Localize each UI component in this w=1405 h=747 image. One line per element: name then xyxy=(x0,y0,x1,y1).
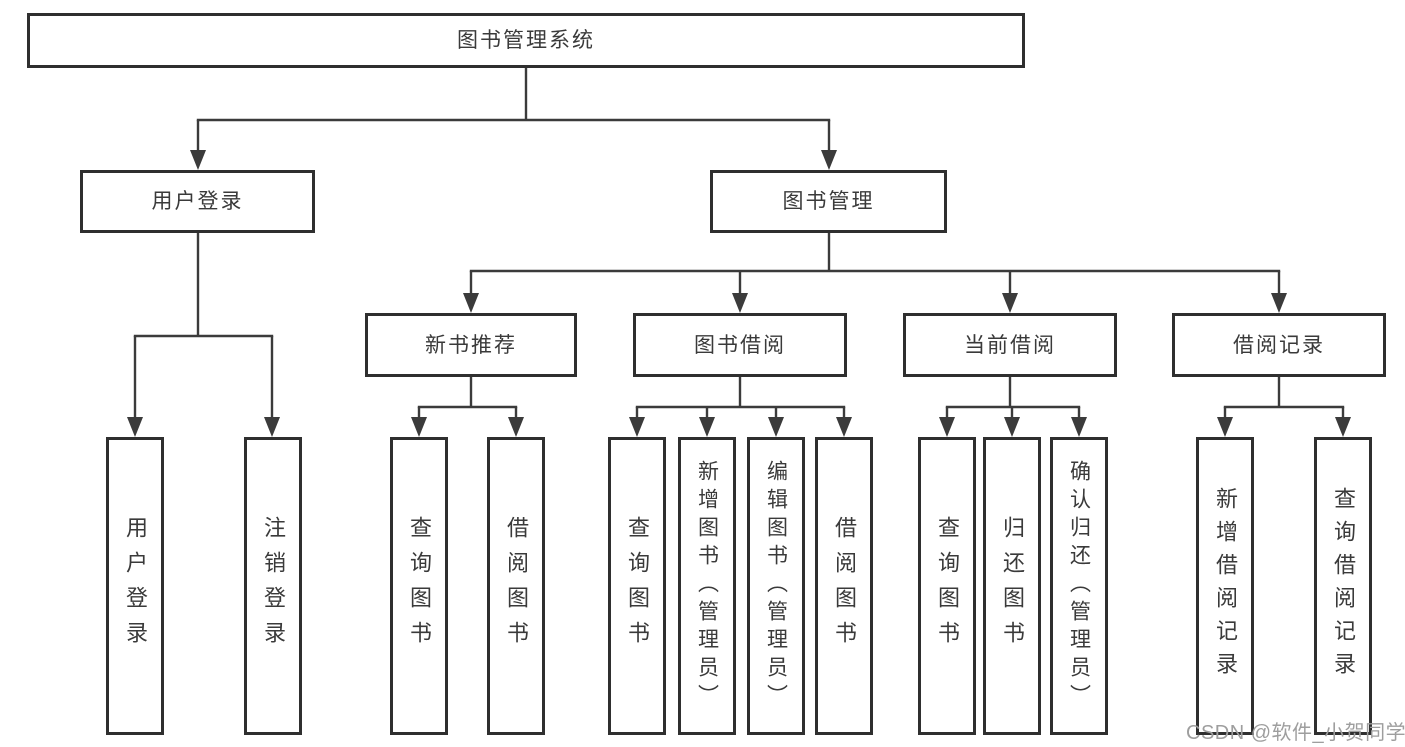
arrowhead-icon-6-0 xyxy=(1217,417,1233,437)
node-leaf-return-books: 归还图书 xyxy=(983,437,1041,735)
arrowhead-icon-5-2 xyxy=(1071,417,1087,437)
node-leaf-borrow-books: 借阅图书 xyxy=(815,437,873,735)
node-user-login: 用户登录 xyxy=(80,170,315,233)
arrowhead-icon-2-1 xyxy=(732,293,748,313)
arrowhead-icon-4-0 xyxy=(629,417,645,437)
node-new-book-recommendation: 新书推荐 xyxy=(365,313,577,377)
arrowhead-icon-0-1 xyxy=(821,150,837,170)
node-library-system: 图书管理系统 xyxy=(27,13,1025,68)
node-leaf-add-borrow-record: 新增借阅记录 xyxy=(1196,437,1254,735)
node-leaf-add-book-admin: 新增图书（管理员） xyxy=(678,437,736,735)
node-leaf-query-books-borrowing: 查询图书 xyxy=(608,437,666,735)
node-leaf-borrow-books-recommend: 借阅图书 xyxy=(487,437,545,735)
node-leaf-query-books-current: 查询图书 xyxy=(918,437,976,735)
node-book-management: 图书管理 xyxy=(710,170,947,233)
arrowhead-icon-2-3 xyxy=(1271,293,1287,313)
arrowhead-icon-0-0 xyxy=(190,150,206,170)
arrowhead-icon-2-2 xyxy=(1002,293,1018,313)
arrowhead-icon-1-0 xyxy=(127,417,143,437)
arrowhead-icon-4-1 xyxy=(699,417,715,437)
arrowhead-icon-4-3 xyxy=(836,417,852,437)
node-leaf-user-login: 用户登录 xyxy=(106,437,164,735)
node-leaf-edit-book-admin: 编辑图书（管理员） xyxy=(747,437,805,735)
watermark: CSDN @软件_小贺同学 xyxy=(1186,722,1405,744)
arrowhead-icon-3-0 xyxy=(411,417,427,437)
arrowhead-icon-3-1 xyxy=(508,417,524,437)
arrowhead-icon-6-1 xyxy=(1335,417,1351,437)
arrowhead-icon-4-2 xyxy=(768,417,784,437)
arrowhead-icon-5-1 xyxy=(1004,417,1020,437)
node-leaf-query-borrow-record: 查询借阅记录 xyxy=(1314,437,1372,735)
node-current-borrowing: 当前借阅 xyxy=(903,313,1117,377)
node-leaf-query-books-recommend: 查询图书 xyxy=(390,437,448,735)
node-book-borrowing: 图书借阅 xyxy=(633,313,847,377)
node-leaf-confirm-return-admin: 确认归还（管理员） xyxy=(1050,437,1108,735)
arrowhead-icon-1-1 xyxy=(264,417,280,437)
node-borrowing-records: 借阅记录 xyxy=(1172,313,1386,377)
arrowhead-icon-2-0 xyxy=(463,293,479,313)
arrowhead-icon-5-0 xyxy=(939,417,955,437)
node-leaf-logout: 注销登录 xyxy=(244,437,302,735)
